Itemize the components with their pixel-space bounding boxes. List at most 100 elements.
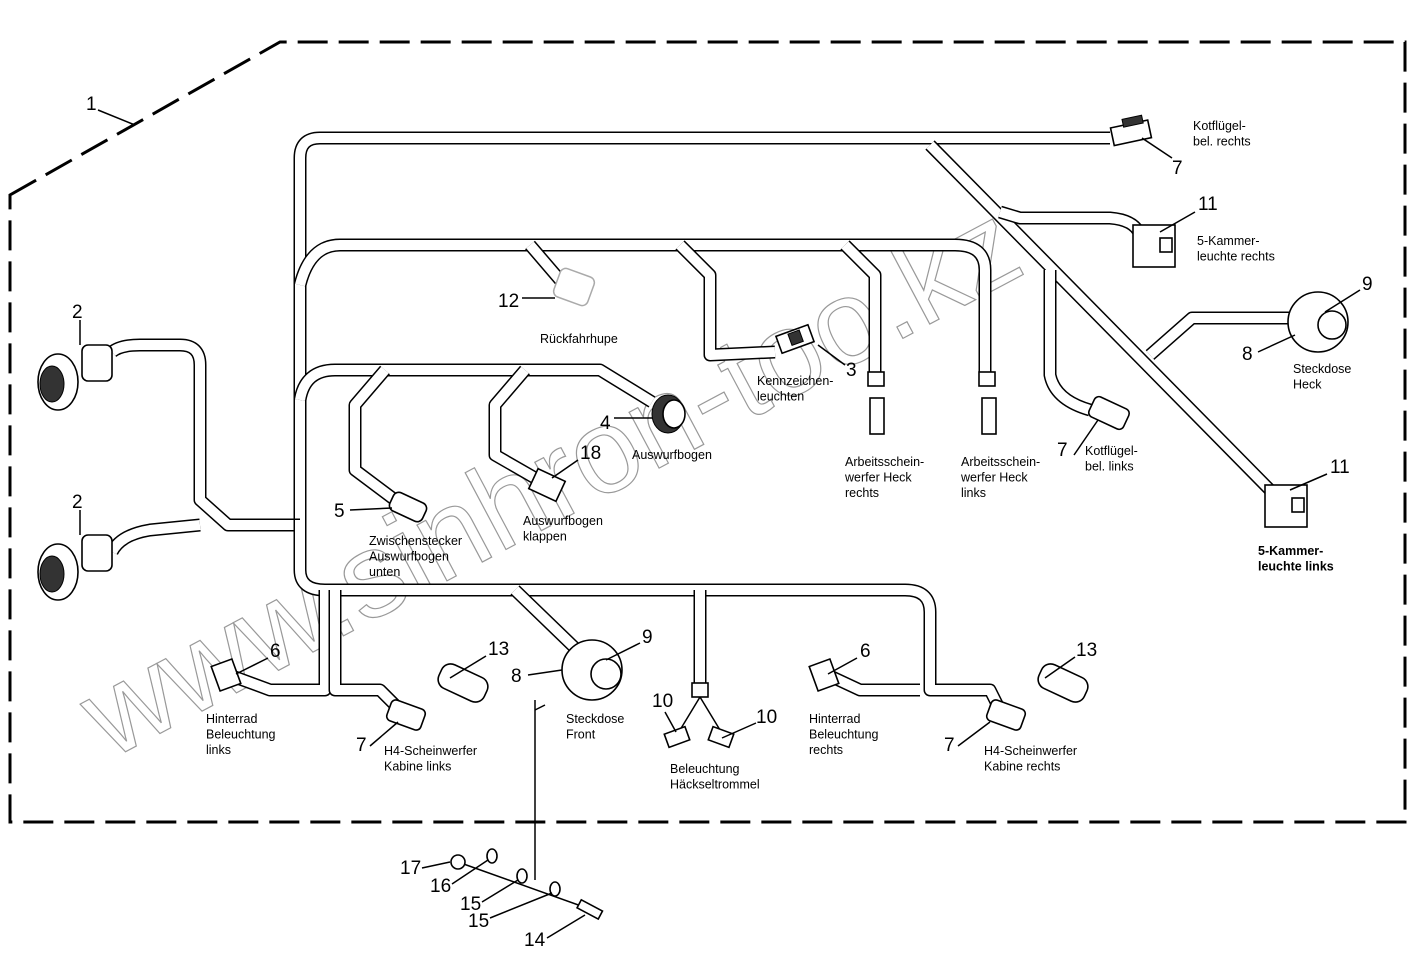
caption-arbeits-rechts: werfer Heck (844, 471, 912, 485)
harness-cables (106, 131, 1290, 713)
caption-steckdose-heck: Steckdose (1293, 362, 1351, 376)
callout-number: 11 (1198, 194, 1218, 215)
callout-number: 6 (860, 641, 871, 662)
caption-rueckfahrhupe: Rückfahrhupe (540, 332, 618, 346)
leader-line (827, 657, 858, 675)
connector-7-kotfluegel-links (1087, 395, 1131, 431)
callout-number: 12 (498, 291, 519, 312)
leader-line (605, 642, 641, 661)
caption-auswurfbogen-klappen: klappen (523, 530, 567, 544)
callout-number: 2 (72, 492, 83, 513)
leader-line (1257, 334, 1296, 353)
connector-13-rechts (1037, 663, 1089, 703)
cable-segment-19 (827, 671, 920, 695)
caption-auswurfbogen-klappen: Auswurfbogen (523, 514, 603, 528)
caption-haeckseltrommel: Häckseltrommel (670, 778, 760, 792)
leader-line (551, 459, 579, 479)
leader-line (451, 859, 489, 885)
caption-hinterrad-rechts: Hinterrad (809, 712, 860, 726)
callout-number: 15 (468, 911, 489, 932)
leader-line (957, 721, 991, 747)
connector-5 (388, 491, 428, 523)
socket-8-9-steckdose-front (561, 639, 623, 701)
cable-segment-7 (676, 241, 776, 360)
cable-segment-5 (295, 240, 990, 375)
connector-7-h4-links (385, 699, 427, 731)
cable-segment-14 (295, 520, 1005, 713)
callout-number: 7 (1057, 440, 1068, 461)
socket-8-9-steckdose-heck (1287, 291, 1349, 353)
kit-boundary-frame (8, 40, 1407, 824)
caption-arbeits-links: Arbeitsschein- (961, 455, 1040, 469)
caption-arbeits-links: werfer Heck (960, 471, 1028, 485)
cable-segment-16 (330, 590, 402, 712)
callout-number: 18 (580, 443, 601, 464)
cable-segment-3 (1045, 270, 1092, 415)
callout-number: 7 (356, 735, 367, 756)
connector-11-kammer-links (1264, 484, 1308, 528)
connectors (37, 114, 1349, 921)
connector-6-links (210, 657, 242, 693)
leader-line (1044, 656, 1076, 679)
connector-7-kotfluegel-rechts (1109, 114, 1153, 147)
leader-lines (79, 109, 1361, 939)
caption-hinterrad-links: links (206, 743, 231, 757)
round-connector-2-upper (37, 344, 113, 411)
leader-line (534, 704, 546, 711)
callout-number: 1 (86, 94, 97, 115)
cable-segment-17 (511, 586, 579, 652)
caption-kammer-rechts: leuchte rechts (1197, 250, 1275, 264)
callout-number: 17 (400, 858, 421, 879)
leader-line (235, 657, 269, 675)
callout-number: 13 (488, 639, 509, 660)
caption-kotfluegel-rechts: bel. rechts (1193, 135, 1251, 149)
caption-h4-links: H4-Scheinwerfer (384, 744, 477, 758)
leader-line (817, 344, 846, 366)
callout-number: 9 (1362, 274, 1373, 295)
connector-13-links (437, 663, 489, 703)
leader-line (449, 655, 487, 679)
caption-kammer-rechts: 5-Kammer- (1197, 234, 1260, 248)
callout-number: 11 (1330, 457, 1350, 478)
connector-12-rueckfahrhupe (552, 267, 596, 307)
leader-line (97, 109, 136, 126)
callout-number: 10 (652, 691, 673, 712)
callout-number: 13 (1076, 640, 1097, 661)
leader-line (489, 892, 553, 919)
caption-zwischenstecker: unten (369, 565, 400, 579)
cable-segment-10 (350, 366, 398, 504)
cable-segment-4 (1146, 313, 1290, 359)
caption-hinterrad-links: Hinterrad (206, 712, 257, 726)
connector-6-rechts (808, 657, 840, 693)
callout-number: 3 (846, 360, 857, 381)
connector-4-auswurfbogen (651, 394, 686, 434)
leader-line (664, 711, 677, 733)
caption-kammer-links: leuchte links (1258, 560, 1334, 574)
connector-3-kennzeichen (774, 323, 816, 355)
callout-number: 6 (270, 641, 281, 662)
callout-number: 4 (600, 413, 611, 434)
cable-segment-13 (107, 520, 201, 555)
caption-kennzeichen: leuchten (757, 390, 804, 404)
caption-hinterrad-links: Beleuchtung (206, 728, 276, 742)
caption-kammer-links: 5-Kammer- (1258, 544, 1323, 558)
caption-h4-rechts: Kabine rechts (984, 760, 1060, 774)
caption-kotfluegel-rechts: Kotflügel- (1193, 119, 1246, 133)
caption-haeckseltrommel: Beleuchtung (670, 762, 740, 776)
cable-segment-1 (926, 141, 1274, 494)
leader-line (546, 914, 586, 939)
caption-kotfluegel-links: Kotflügel- (1085, 444, 1138, 458)
caption-auswurfbogen: Auswurfbogen (632, 448, 712, 462)
caption-hinterrad-rechts: Beleuchtung (809, 728, 879, 742)
leader-line (527, 669, 563, 676)
leader-line (421, 861, 451, 869)
caption-hinterrad-rechts: rechts (809, 743, 843, 757)
cable-segment-8 (841, 241, 880, 372)
caption-steckdose-front: Steckdose (566, 712, 624, 726)
callout-number: 8 (511, 666, 522, 687)
cable-segment-11 (490, 366, 538, 483)
caption-kotfluegel-links: bel. links (1085, 460, 1134, 474)
caption-arbeits-rechts: Arbeitsschein- (845, 455, 924, 469)
